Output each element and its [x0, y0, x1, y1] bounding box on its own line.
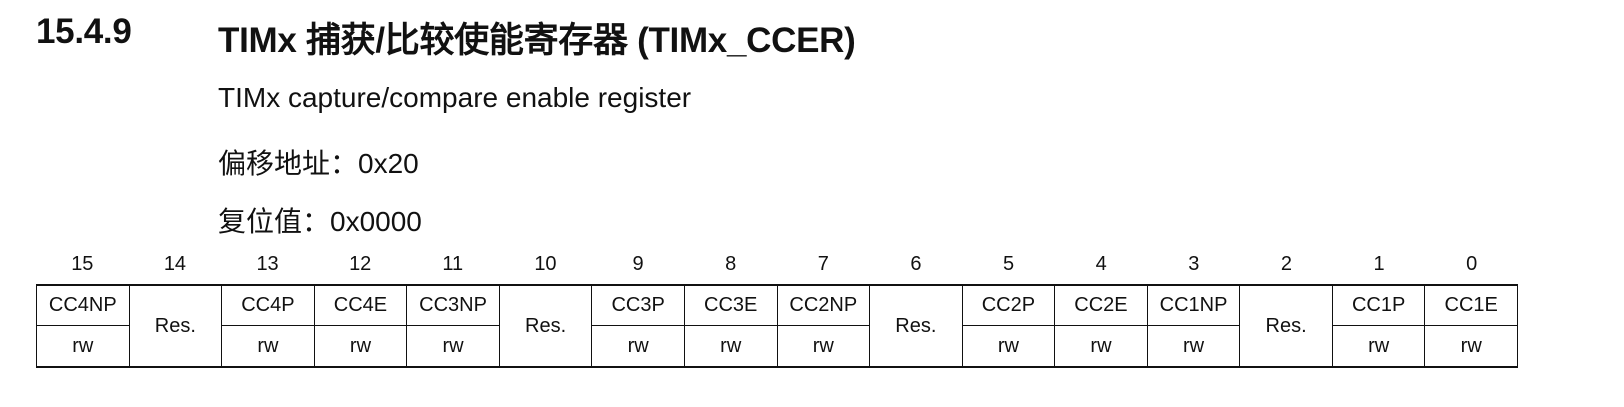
bit-number: 5: [1003, 253, 1015, 275]
bit-access-type: rw: [1333, 326, 1426, 366]
bit-access-type: rw: [315, 326, 408, 366]
reset-value-value: 0x0000: [330, 206, 422, 237]
bit-field-name: CC2P: [962, 286, 1056, 326]
bit-field-name: CC1E: [1425, 286, 1518, 326]
bit-number: 14: [163, 253, 187, 275]
bit-access-type: rw: [407, 326, 500, 366]
bit-field-name: CC2E: [1055, 286, 1148, 326]
reserved-bit-cell: Res.: [500, 286, 593, 366]
bit-field-name: CC1NP: [1147, 286, 1241, 326]
reserved-bit-cell: Res.: [130, 286, 223, 366]
bit-access-type: rw: [1148, 326, 1241, 366]
section-number: 15.4.9: [36, 12, 132, 51]
offset-address-line: 偏移地址：0x20: [218, 142, 419, 182]
bit-field-name: CC3P: [592, 286, 685, 326]
bit-access-type: rw: [685, 326, 778, 366]
bit-access-type: rw: [778, 326, 871, 366]
bit-number: 3: [1188, 253, 1200, 275]
reset-value-label: 复位值：: [218, 205, 331, 238]
register-description: TIMx capture/compare enable register: [218, 82, 692, 113]
bit-field-name: CC4E: [314, 286, 408, 326]
bit-number: 2: [1280, 253, 1292, 275]
bit-field-name: CC4NP: [37, 286, 130, 326]
reserved-bit-cell: Res.: [870, 286, 963, 366]
bit-access-type: rw: [592, 326, 685, 366]
bit-field-name: CC1P: [1332, 286, 1426, 326]
bit-number: 12: [349, 253, 372, 275]
bit-access-type: rw: [37, 326, 130, 366]
bit-access-type: rw: [1425, 326, 1518, 366]
bit-number: 4: [1095, 253, 1107, 275]
bit-access-type: rw: [1055, 326, 1148, 366]
offset-address-label: 偏移地址：: [218, 147, 359, 180]
bit-field-name: CC3E: [684, 286, 778, 326]
bit-number: 6: [910, 253, 922, 275]
bit-number: 1: [1373, 253, 1385, 275]
bit-number: 7: [817, 253, 829, 275]
bit-access-type: rw: [963, 326, 1056, 366]
bit-field-name: CC3NP: [407, 286, 500, 326]
bit-number: 11: [442, 253, 464, 275]
bit-number: 9: [632, 253, 644, 275]
bit-number: 15: [71, 253, 94, 275]
section-title: TIMx 捕获/比较使能寄存器 (TIMx_CCER): [218, 21, 856, 60]
offset-address-value: 0x20: [358, 148, 419, 179]
bit-field-name: CC2NP: [777, 286, 871, 326]
bit-number: 0: [1466, 253, 1478, 275]
bit-access-type: rw: [222, 326, 315, 366]
bit-number: 10: [534, 253, 557, 275]
reset-value-line: 复位值：0x0000: [218, 200, 422, 240]
bit-field-name: CC4P: [222, 286, 315, 326]
bit-number: 8: [725, 253, 737, 275]
reserved-bit-cell: Res.: [1240, 286, 1333, 366]
bit-number: 13: [256, 253, 279, 275]
